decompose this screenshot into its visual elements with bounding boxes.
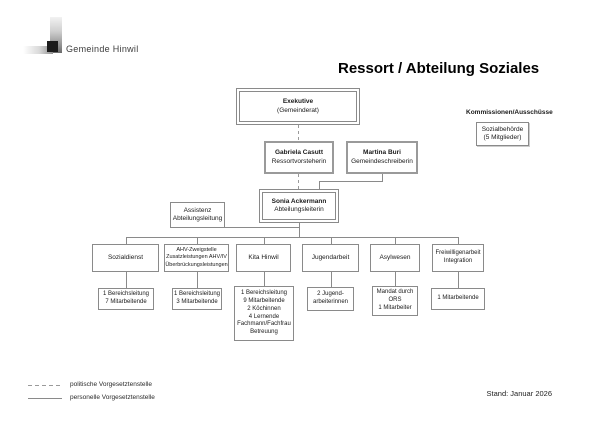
box-staff-sozialdienst: 1 Bereichsleitung 7 Mitarbeitende bbox=[98, 288, 154, 310]
connector-drop-ahv bbox=[197, 237, 198, 244]
box-assistenz: Assistenz Abteilungsleitung bbox=[170, 202, 225, 228]
connector-drop-jugendarbeit bbox=[331, 237, 332, 244]
connector-gemeindeschreiberin-down bbox=[382, 174, 383, 182]
connector-staff-freiwilligenarbeit bbox=[458, 272, 459, 288]
box-exekutive: Exekutive (Gemeinderat) bbox=[236, 88, 360, 125]
box-staff-asylwesen: Mandat durch ORS 1 Mitarbeiter bbox=[372, 286, 418, 316]
connector-ressortvorsteherin-abteilungsleiterin-dashed bbox=[298, 174, 299, 189]
exekutive-role: (Gemeinderat) bbox=[277, 106, 319, 114]
logo-horizontal-bar-icon bbox=[23, 46, 53, 54]
exekutive-name: Exekutive bbox=[282, 98, 314, 106]
box-sozialbehoerde: Sozialbehörde (5 Mitglieder) bbox=[476, 122, 529, 146]
ressortvorsteherin-name: Gabriela Casutt bbox=[274, 149, 324, 157]
connector-drop-kita bbox=[264, 237, 265, 244]
connector-staff-asylwesen bbox=[395, 272, 396, 286]
box-gemeindeschreiberin: Martina Buri Gemeindeschreiberin bbox=[346, 141, 418, 174]
ressortvorsteherin-role: Ressortvorsteherin bbox=[271, 157, 327, 165]
connector-gemeindeschreiberin-into-abteilungsleiterin bbox=[319, 181, 320, 189]
box-dept-sozialdienst: Sozialdienst bbox=[92, 244, 159, 272]
box-dept-asylwesen: Asylwesen bbox=[370, 244, 420, 272]
box-staff-jugendarbeit: 2 Jugend- arbeiterinnen bbox=[307, 287, 354, 311]
gemeindeschreiberin-name: Martina Buri bbox=[363, 149, 401, 157]
legend-dashed-line-icon bbox=[28, 385, 62, 386]
box-dept-ahv-zweigstelle: AHV-Zweigstelle Zusatzleistungen AHV/IV … bbox=[164, 244, 229, 272]
connector-staff-sozialdienst bbox=[126, 272, 127, 288]
legend-label-politisch: politische Vorgesetztenstelle bbox=[70, 381, 153, 388]
connector-drop-sozialdienst bbox=[126, 237, 127, 244]
connector-staff-kita bbox=[264, 272, 265, 286]
connector-staff-jugendarbeit bbox=[331, 272, 332, 287]
box-staff-kita-hinwil: 1 Bereichsleitung 9 Mitarbeitende 2 Köch… bbox=[234, 286, 294, 341]
box-dept-jugendarbeit: Jugendarbeit bbox=[302, 244, 359, 272]
kommissionen-label: Kommissionen/Ausschüsse bbox=[466, 109, 553, 116]
box-dept-kita-hinwil: Kita Hinwil bbox=[236, 244, 291, 272]
logo-text: Gemeinde Hinwil bbox=[66, 44, 139, 54]
connector-gemeindeschreiberin-across bbox=[319, 181, 383, 182]
box-abteilungsleiterin: Sonia Ackermann Abteilungsleiterin bbox=[259, 189, 339, 223]
connector-drop-asylwesen bbox=[395, 237, 396, 244]
stand-date: Stand: Januar 2026 bbox=[486, 389, 552, 398]
logo-square-icon bbox=[47, 41, 58, 52]
box-dept-freiwilligenarbeit: Freiwilligenarbeit Integration bbox=[432, 244, 484, 272]
connector-staff-ahv bbox=[197, 272, 198, 288]
abteilungsleiterin-name: Sonia Ackermann bbox=[271, 197, 327, 205]
connector-exekutive-ressortvorsteherin-dashed bbox=[298, 125, 299, 141]
connector-drop-freiwilligenarbeit bbox=[458, 237, 459, 244]
box-ressortvorsteherin: Gabriela Casutt Ressortvorsteherin bbox=[264, 141, 334, 174]
box-staff-ahv-zweigstelle: 1 Bereichsleitung 3 Mitarbeitende bbox=[172, 288, 222, 310]
legend-solid-line-icon bbox=[28, 398, 62, 399]
legend-label-personell: personelle Vorgesetztenstelle bbox=[70, 394, 155, 401]
box-staff-freiwilligenarbeit: 1 Mitarbeitende bbox=[431, 288, 485, 310]
connector-abteilungsleiterin-bus bbox=[299, 223, 300, 237]
connector-bus bbox=[126, 237, 458, 238]
gemeindeschreiberin-role: Gemeindeschreiberin bbox=[351, 157, 413, 165]
page-title: Ressort / Abteilung Soziales bbox=[338, 60, 540, 77]
connector-assistenz bbox=[225, 227, 299, 228]
abteilungsleiterin-role: Abteilungsleiterin bbox=[274, 206, 324, 213]
